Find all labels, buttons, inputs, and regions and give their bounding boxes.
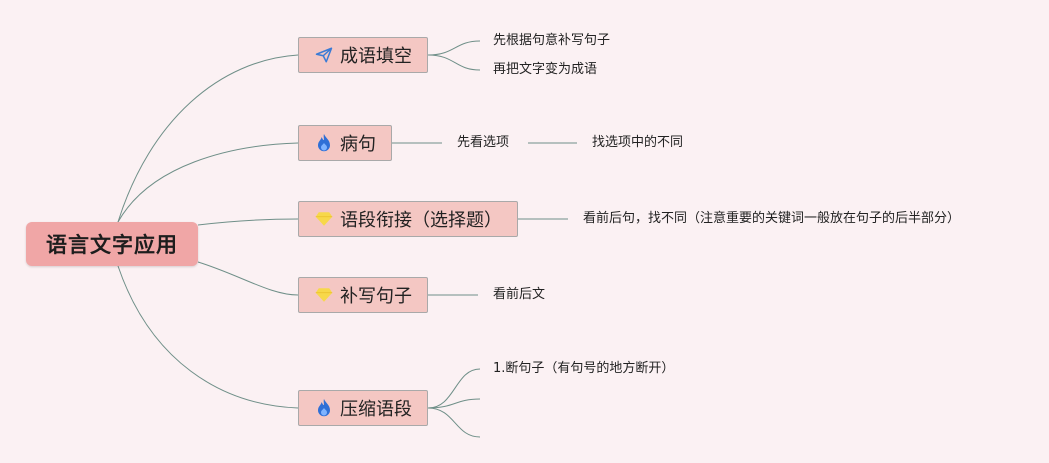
branch-label: 补写句子 <box>340 286 412 307</box>
leaf-item[interactable]: 再把文字变为成语 <box>493 62 598 77</box>
root-topic[interactable]: 语言文字应用 <box>26 222 198 266</box>
leaf-item[interactable]: 看前后句，找不同（注意重要的关键词一般放在句子的后半部分） <box>583 211 961 226</box>
branch-complete-sentence[interactable]: 补写句子 <box>298 277 428 313</box>
branch-idiom-fill[interactable]: 成语填空 <box>298 37 428 73</box>
leaf-item[interactable]: 先根据句意补写句子 <box>493 33 611 48</box>
leaf-item[interactable]: 找选项中的不同 <box>592 135 684 150</box>
branch-label: 压缩语段 <box>340 399 412 420</box>
paper-plane-icon <box>314 45 334 65</box>
fire-icon <box>314 133 334 153</box>
branch-label: 病句 <box>340 134 376 155</box>
branch-compress-paragraph[interactable]: 压缩语段 <box>298 390 428 426</box>
leaf-item[interactable]: 1.断句子（有句号的地方断开） <box>493 361 675 376</box>
branch-label: 语段衔接（选择题） <box>340 210 502 231</box>
leaf-item[interactable]: 看前后文 <box>493 287 546 302</box>
diamond-icon <box>314 285 334 305</box>
branch-label: 成语填空 <box>340 46 412 67</box>
root-label: 语言文字应用 <box>46 233 178 257</box>
branch-paragraph-link[interactable]: 语段衔接（选择题） <box>298 201 518 237</box>
branch-sick-sentence[interactable]: 病句 <box>298 125 392 161</box>
diamond-icon <box>314 209 334 229</box>
leaf-item[interactable]: 先看选项 <box>457 135 510 150</box>
fire-icon <box>314 398 334 418</box>
